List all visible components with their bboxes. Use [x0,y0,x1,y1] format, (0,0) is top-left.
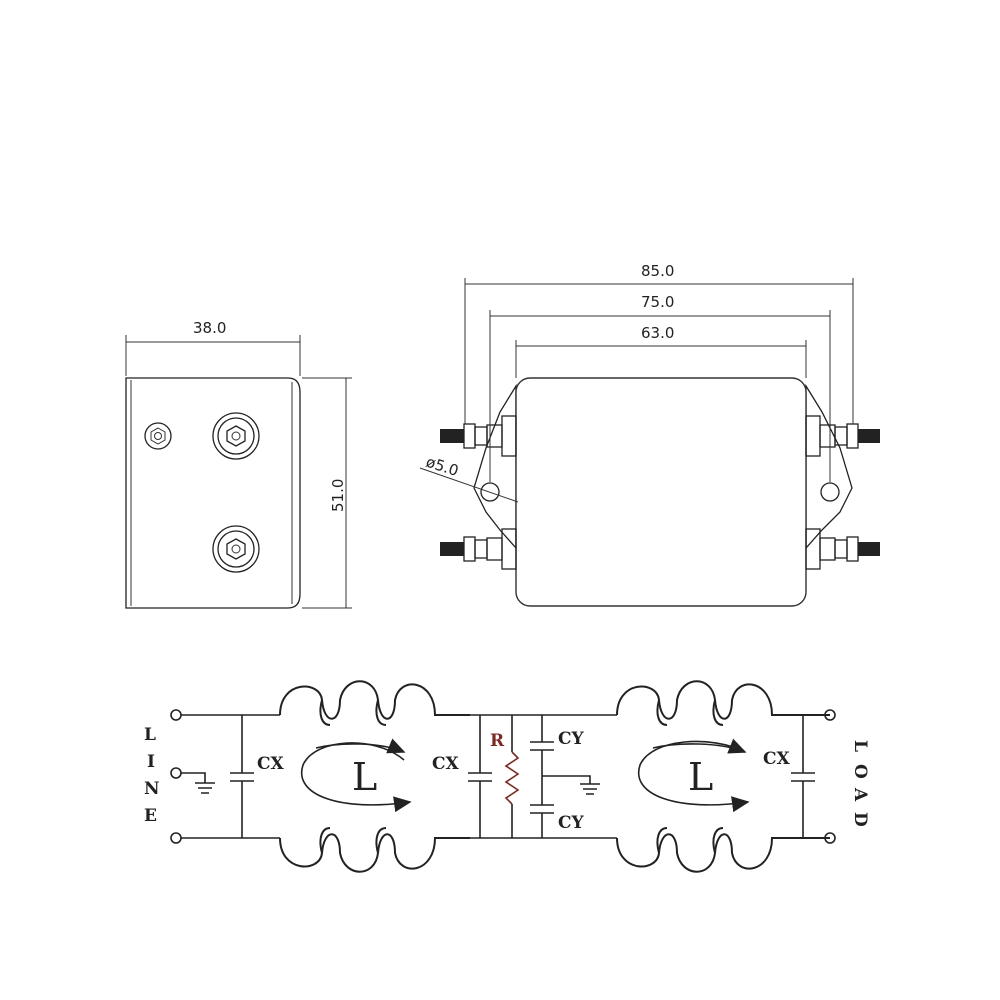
side-view-outline [125,377,301,609]
r-label: R [490,731,505,751]
line-label: L I N E [144,725,160,826]
capacitor-cx-input: CX [230,715,285,838]
capacitor-cx-output: CX [763,715,815,838]
inductor-right-label: L [688,755,713,799]
height-dimension: 51.0 [302,377,352,609]
terminal-right-lower [805,528,880,570]
line-letter-2: I [147,752,155,772]
load-letter-3: A [850,787,870,802]
body-length-label: 63.0 [641,324,674,342]
resistor-r: R [490,715,520,838]
capacitor-cx-middle: CX [432,715,492,838]
load-letter-1: L [850,740,870,752]
hole-diameter-callout: ø5.0 [419,453,519,503]
inductor-left-label: L [352,755,377,799]
line-terminal-bottom [170,832,182,844]
mounting-hole-right [820,482,840,502]
mounting-distance-dimension: 75.0 [489,293,831,482]
load-letter-4: D [850,812,870,827]
side-view: 38.0 51.0 [125,319,352,609]
terminal-left-upper [440,415,517,457]
height-dimension-label: 51.0 [329,479,347,512]
mounting-distance-label: 75.0 [641,293,674,311]
load-letter-2: O [850,764,870,779]
terminal-nut-upper [212,412,260,460]
width-dimension: 38.0 [125,319,301,376]
body-length-dimension: 63.0 [515,324,807,378]
inductor-right: L [616,680,830,873]
cy-lower-label: CY [558,813,585,833]
overall-length-dimension: 85.0 [464,262,854,424]
filter-body [515,377,807,607]
line-terminal-top [170,709,182,721]
cy-upper-label: CY [558,729,585,749]
capacitor-cy-pair: CY CY [530,715,600,838]
cx-middle-label: CX [432,754,460,774]
line-letter-1: L [144,725,156,745]
cx-output-label: CX [763,749,791,769]
filter-schematic: L I N E L O A D CX [144,680,870,873]
line-ground-symbol [181,772,215,794]
terminal-right-upper [805,415,880,457]
cy-ground-symbol [542,775,600,795]
cx-input-label: CX [257,754,285,774]
terminal-left-lower [440,528,517,570]
overall-length-label: 85.0 [641,262,674,280]
width-dimension-label: 38.0 [193,319,226,337]
load-label: L O A D [850,740,870,827]
line-letter-4: E [144,806,157,826]
line-terminal-ground [170,767,182,779]
inductor-left: L [279,680,470,873]
line-letter-3: N [144,779,160,799]
terminal-nut-lower [212,525,260,573]
mounting-flange [473,383,853,550]
small-terminal-nut [144,422,172,450]
front-view: 85.0 75.0 63.0 ø5.0 [419,262,880,607]
mounting-hole-left [480,482,500,502]
